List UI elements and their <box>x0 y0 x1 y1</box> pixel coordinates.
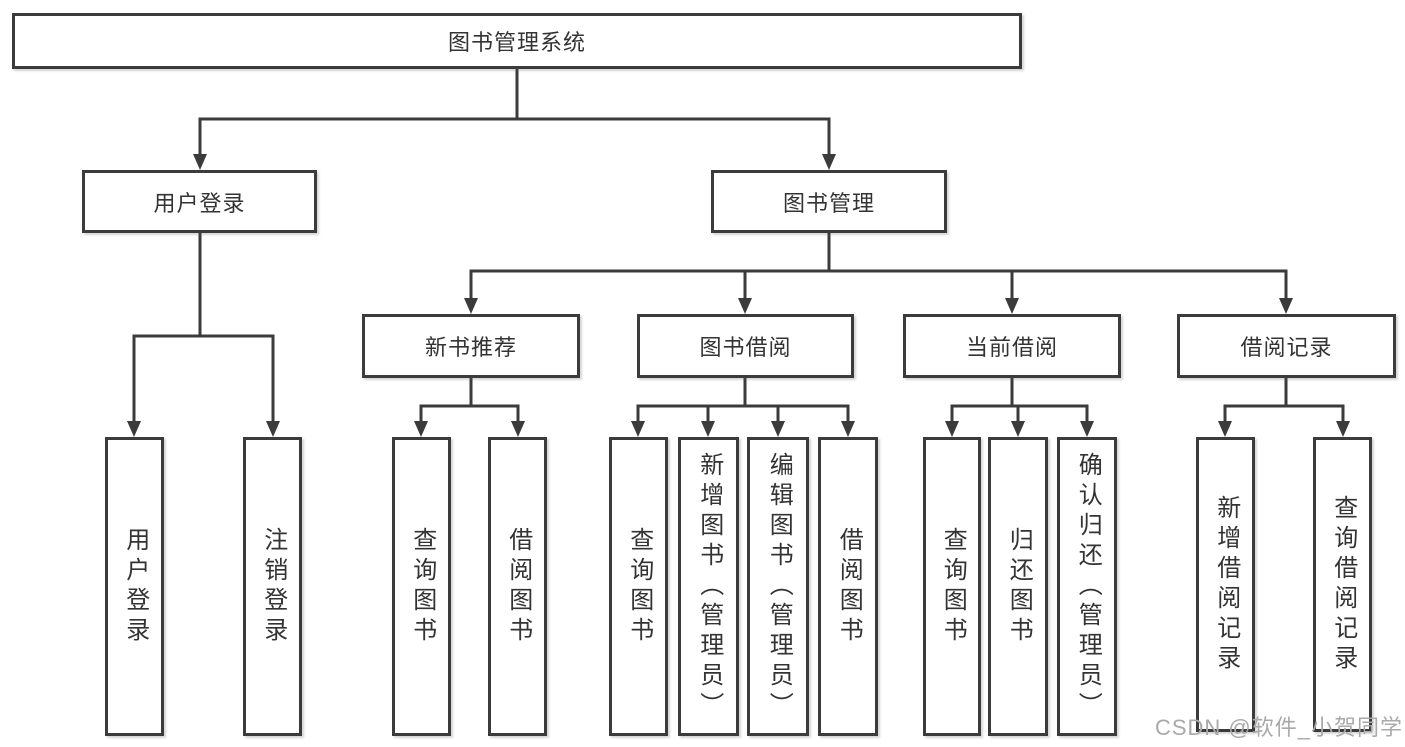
leaf-query-books-recommend-label: 查询图书 <box>408 526 436 647</box>
leaf-return-book: 归还图书 <box>988 437 1048 736</box>
node-new-book-recommend: 新书推荐 <box>362 314 580 378</box>
leaf-borrow-books-recommend-label: 借阅图书 <box>504 526 532 647</box>
leaf-borrow-books-recommend: 借阅图书 <box>488 437 547 736</box>
leaf-return-book-label: 归还图书 <box>1005 526 1033 647</box>
leaf-edit-book-admin: 编辑图书（管理员） <box>747 437 809 736</box>
leaf-add-book-admin-label: 新增图书（管理员） <box>695 451 723 722</box>
node-borrow-records-label: 借阅记录 <box>1240 335 1333 360</box>
leaf-query-books-borrow: 查询图书 <box>609 437 668 736</box>
leaf-query-books-current: 查询图书 <box>923 437 981 736</box>
leaf-edit-book-admin-label: 编辑图书（管理员） <box>765 451 793 722</box>
node-current-borrow-label: 当前借阅 <box>965 335 1058 360</box>
node-current-borrow: 当前借阅 <box>903 314 1121 378</box>
leaf-query-borrow-record: 查询借阅记录 <box>1313 437 1372 732</box>
leaf-query-books-recommend: 查询图书 <box>392 437 451 736</box>
leaf-query-books-current-label: 查询图书 <box>939 526 967 647</box>
leaf-query-books-borrow-label: 查询图书 <box>625 526 653 647</box>
node-root-label: 图书管理系统 <box>447 30 586 55</box>
node-book-borrow-label: 图书借阅 <box>699 335 792 360</box>
leaf-user-login: 用户登录 <box>105 437 164 736</box>
node-user-login-label: 用户登录 <box>153 190 246 216</box>
leaf-query-borrow-record-label: 查询借阅记录 <box>1329 494 1357 675</box>
leaf-logout-label: 注销登录 <box>259 526 287 647</box>
leaf-confirm-return-admin: 确认归还（管理员） <box>1057 437 1117 736</box>
node-book-management: 图书管理 <box>711 170 947 233</box>
node-book-management-label: 图书管理 <box>782 190 875 216</box>
leaf-logout: 注销登录 <box>243 437 302 736</box>
csdn-watermark: CSDN @软件_小贺同学 <box>1154 715 1403 740</box>
leaf-add-borrow-record: 新增借阅记录 <box>1196 437 1255 732</box>
node-user-login: 用户登录 <box>82 170 317 233</box>
leaf-add-borrow-record-label: 新增借阅记录 <box>1212 494 1240 675</box>
node-borrow-records: 借阅记录 <box>1177 314 1396 378</box>
node-new-book-recommend-label: 新书推荐 <box>424 335 517 360</box>
leaf-add-book-admin: 新增图书（管理员） <box>678 437 739 736</box>
leaf-borrow-books-label: 借阅图书 <box>835 526 863 647</box>
leaf-user-login-label: 用户登录 <box>121 526 149 647</box>
node-book-borrow: 图书借阅 <box>637 314 854 378</box>
leaf-confirm-return-admin-label: 确认归还（管理员） <box>1074 451 1102 722</box>
node-root: 图书管理系统 <box>12 13 1022 69</box>
leaf-borrow-books: 借阅图书 <box>818 437 878 736</box>
